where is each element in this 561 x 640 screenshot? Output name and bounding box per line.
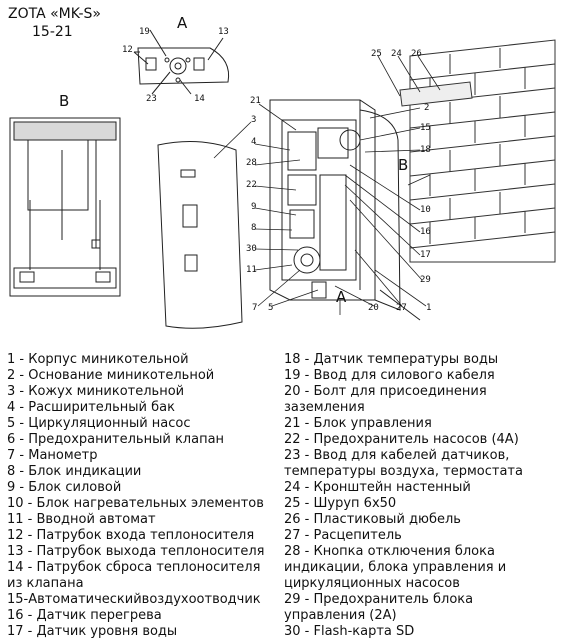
legend-item: 18 - Датчик температуры воды <box>284 352 499 367</box>
diagram-title: ZOTA «MK-S» <box>8 6 101 22</box>
legend-item: 25 - Шуруп 6х50 <box>284 496 397 511</box>
boiler-drawing <box>9 29 556 329</box>
callout-3: 3 <box>251 115 257 125</box>
callout-28: 28 <box>246 158 257 168</box>
callout-24: 24 <box>391 49 402 59</box>
callout-23: 23 <box>146 94 157 104</box>
callout-13: 13 <box>218 27 229 37</box>
legend-item: 27 - Расцепитель <box>284 528 402 543</box>
callout-11: 11 <box>246 265 257 275</box>
legend-right: 18 - Датчик температуры воды 19 - Ввод д… <box>284 352 559 640</box>
legend-item: 28 - Кнопка отключения блока <box>284 544 495 559</box>
callout-14: 14 <box>194 94 205 104</box>
legend-item: 2 - Основание миникотельной <box>7 368 215 383</box>
callout-5: 5 <box>268 303 274 313</box>
main-body <box>269 99 421 321</box>
legend-item: 13 - Патрубок выхода теплоносителя <box>7 544 265 559</box>
legend-item: 1 - Корпус миникотельной <box>7 352 189 367</box>
callout-15: 15 <box>420 123 431 133</box>
legend-item: 8 - Блок индикации <box>7 464 142 479</box>
view-label-b-left: B <box>59 92 70 110</box>
legend-item: 7 - Манометр <box>7 448 98 463</box>
legend-item: 20 - Болт для присоединения <box>284 384 487 399</box>
callout-21: 21 <box>250 96 261 106</box>
callout-9: 9 <box>251 202 257 212</box>
front-cover <box>157 141 243 329</box>
legend-item: 9 - Блок силовой <box>7 480 122 495</box>
legend-item: 26 - Пластиковый дюбель <box>284 512 461 527</box>
legend-item: 24 - Кронштейн настенный <box>284 480 471 495</box>
legend-item: 10 - Блок нагревательных элементов <box>7 496 264 511</box>
diagram-subtitle: 15-21 <box>32 24 73 40</box>
legend-item: температуры воздуха, термостата <box>284 464 523 479</box>
callout-7: 7 <box>252 303 258 313</box>
top-view-a <box>133 29 230 95</box>
callout-8: 8 <box>251 223 257 233</box>
callout-25: 25 <box>371 49 382 59</box>
legend-item: индикации, блока управления и <box>284 560 507 575</box>
legend-item: 4 - Расширительный бак <box>7 400 175 415</box>
callout-4: 4 <box>251 137 257 147</box>
legend-item: 21 - Блок управления <box>284 416 432 431</box>
legend-item: циркуляционных насосов <box>284 576 460 591</box>
legend-item: 15-Автоматическийвоздухоотводчик <box>7 592 261 607</box>
brick-wall <box>399 39 556 263</box>
legend-item: из клапана <box>7 576 84 591</box>
view-label-a-top: A <box>177 14 188 32</box>
legend-item: заземления <box>284 400 365 415</box>
side-view-b <box>9 117 121 297</box>
callout-17: 17 <box>420 250 431 260</box>
callout-10: 10 <box>420 205 431 215</box>
callout-30: 30 <box>246 244 257 254</box>
callout-19: 19 <box>139 27 150 37</box>
legend-item: 30 - Flash-карта SD <box>284 624 415 639</box>
callout-29: 29 <box>420 275 431 285</box>
legend-item: 29 - Предохранитель блока <box>284 592 474 607</box>
legend-left: 1 - Корпус миникотельной 2 - Основание м… <box>7 352 282 640</box>
callout-18: 18 <box>420 145 431 155</box>
view-label-b-right: B <box>398 156 409 174</box>
callout-27: 27 <box>396 303 407 313</box>
legend-item: 3 - Кожух миникотельной <box>7 384 185 399</box>
legend-item: 14 - Патрубок сброса теплоносителя <box>7 560 261 575</box>
legend-item: 16 - Датчик перегрева <box>7 608 162 623</box>
legend-item: 11 - Вводной автомат <box>7 512 156 527</box>
legend-item: 5 - Циркуляционный насос <box>7 416 191 431</box>
callout-26: 26 <box>411 49 422 59</box>
callout-16: 16 <box>420 227 431 237</box>
callout-12: 12 <box>122 45 133 55</box>
legend-item: 6 - Предохранительный клапан <box>7 432 225 447</box>
legend-item: управления (2А) <box>284 608 397 623</box>
view-label-a-bottom: A <box>336 288 347 306</box>
legend-item: 19 - Ввод для силового кабеля <box>284 368 495 383</box>
callout-2: 2 <box>424 103 430 113</box>
callout-1: 1 <box>426 303 432 313</box>
callout-20: 20 <box>368 303 379 313</box>
callout-22: 22 <box>246 180 257 190</box>
legend-item: 17 - Датчик уровня воды <box>7 624 178 639</box>
legend-item: 23 - Ввод для кабелей датчиков, <box>284 448 510 463</box>
legend-item: 12 - Патрубок входа теплоносителя <box>7 528 255 543</box>
legend-item: 22 - Предохранитель насосов (4А) <box>284 432 519 447</box>
